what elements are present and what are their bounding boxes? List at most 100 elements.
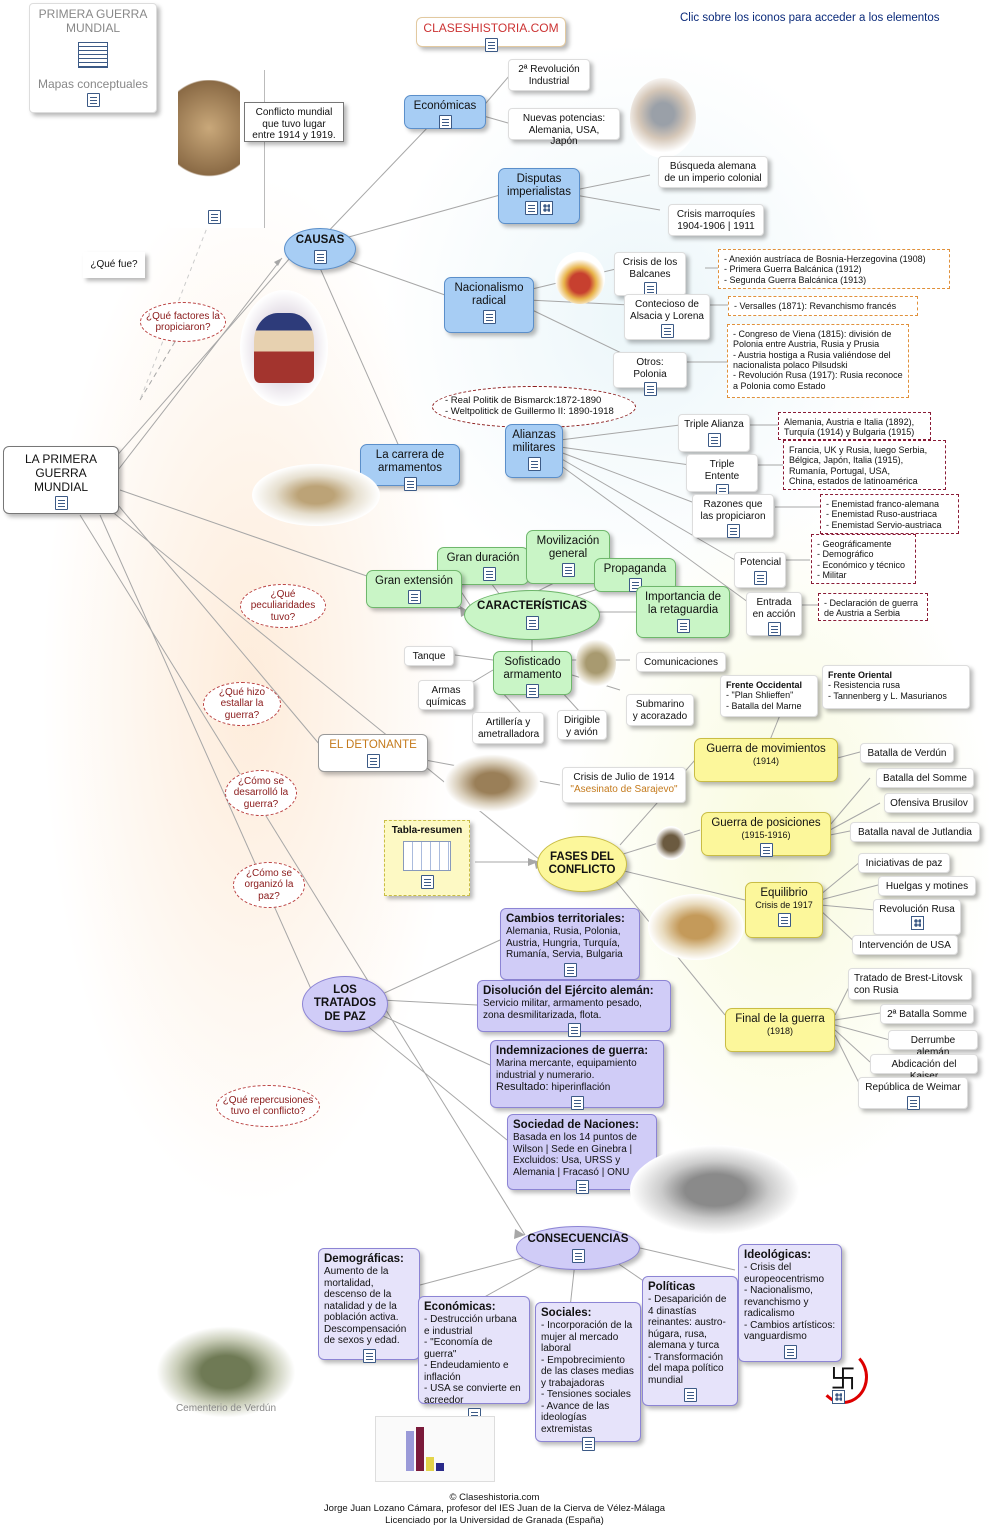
arms-race-label: La carrera de armamentos [375,449,445,475]
summary-table-doc-icon[interactable] [420,874,434,889]
footer-degree: Licenciado por la Universidad de Granada… [385,1514,604,1526]
alliances-doc-icon[interactable] [527,457,541,472]
consequence-demographic-text: Aumento de la mortalidad, descenso de la… [324,1266,407,1347]
intro-doc-icon[interactable] [208,210,221,224]
consequence-political-doc-icon[interactable] [683,1388,697,1403]
features-node[interactable]: CARACTERÍSTICAS [464,590,600,640]
balance-phase[interactable]: Equilibrio Crisis de 1917 [745,882,823,938]
balance-doc-icon[interactable] [777,912,791,927]
poland-doc-icon[interactable] [643,382,657,396]
consequence-demographic[interactable]: Demográficas: Aumento de la mortalidad, … [318,1248,420,1363]
entry-doc-icon[interactable] [767,622,781,636]
poland-detail-3: - Revolución Rusa (1917): Rusia reconoce… [733,370,903,391]
feature-homefront-doc-icon[interactable] [676,619,690,634]
balance-item-3-map-icon[interactable] [910,915,924,930]
feature-mobilization[interactable]: Movilización general [526,530,610,584]
economic-causes[interactable]: Económicas [404,95,486,130]
weaponry-node[interactable]: Sofisticado armamento [493,651,572,699]
feature-homefront[interactable]: Importancia de la retaguardia [636,586,730,638]
potential-node[interactable]: Potencial [734,552,786,588]
alsace-doc-icon[interactable] [660,324,674,338]
book-link-icon[interactable] [86,93,100,108]
position-item-3: Ofensiva Brusilov [884,793,974,813]
weapon-artillery: Artillería y ametralladora [472,712,544,744]
site-logo[interactable]: CLASESHISTORIA.COM [416,17,566,52]
consequence-demographic-doc-icon[interactable] [362,1348,376,1363]
imperial-map-icon[interactable] [540,201,553,216]
eastern-front: Frente Oriental - Resistencia rusa - Tan… [822,665,970,709]
position-war-doc-icon[interactable] [759,842,773,857]
treaty-territorial[interactable]: Cambios territoriales: Alemania, Rusia, … [500,908,640,980]
consequence-economic[interactable]: Económicas: - Destrucción urbana e indus… [418,1296,530,1423]
nationalism-doc-icon[interactable] [482,310,496,325]
position-item-2: Batalla del Somme [876,768,974,788]
end-item-5-doc-icon[interactable] [906,1095,920,1110]
summary-table[interactable]: Tabla-resumen [384,820,470,896]
treaty-league-text: Basada en los 14 puntos de Wilson | Sede… [513,1132,637,1178]
trigger-doc-icon[interactable] [366,754,380,769]
center-topic[interactable]: LA PRIMERA GUERRA MUNDIAL [3,446,119,514]
treaty-army-doc-icon[interactable] [567,1023,581,1038]
nationalism-node[interactable]: Nacionalismo radical [444,277,534,333]
entry-node[interactable]: Entrada en acción [746,592,802,636]
treaty-army[interactable]: Disolución del Ejército alemán: Servicio… [477,980,671,1038]
swastika-icon: 卐 [829,1363,856,1394]
phases-node[interactable]: FASES DEL CONFLICTO [537,836,627,892]
treaty-league-doc-icon[interactable] [575,1180,589,1195]
causes-node[interactable]: CAUSAS [284,228,356,270]
economic-causes-label: Económicas [413,100,477,112]
consequence-demographic-title: Demográficas: [324,1253,404,1265]
alsace-node[interactable]: Contecioso de Alsacia y Lorena [624,294,710,340]
reasons-node[interactable]: Razones que las propiciaron [692,494,774,538]
consequence-social-doc-icon[interactable] [581,1437,595,1452]
alliances-node[interactable]: Alianzas militares [505,424,563,478]
weaponry-doc-icon[interactable] [526,684,539,699]
movement-war[interactable]: Guerra de movimientos (1914) [694,738,838,782]
features-doc-icon[interactable] [525,615,539,630]
consequence-ideological[interactable]: Ideológicas: - Crisis del europeocentris… [738,1244,842,1362]
site-link-icon[interactable] [484,37,498,52]
feature-extension[interactable]: Gran extensión [366,570,462,608]
triple-entente-node[interactable]: Triple Entente [686,454,758,498]
treaties-node[interactable]: LOS TRATADOS DE PAZ [302,976,388,1032]
arms-race-node[interactable]: La carrera de armamentos [360,444,460,492]
reasons-doc-icon[interactable] [726,524,740,538]
treaty-territorial-doc-icon[interactable] [563,962,577,977]
consequence-ideological-doc-icon[interactable] [783,1344,797,1359]
triple-alliance-node[interactable]: Triple Alianza [678,414,750,452]
causes-doc-icon[interactable] [313,249,327,264]
entry-detail-1: - Declaración de guerra [824,598,919,608]
feature-extension-doc-icon[interactable] [407,590,421,605]
economic-item-1: 2ª Revolución Industrial [508,59,590,91]
consequence-political-title: Políticas [648,1281,696,1293]
treaty-reparations[interactable]: Indemnizaciones de guerra: Marina mercan… [490,1040,664,1110]
cemetery-caption: Cementerio de Verdún [175,1403,277,1414]
consequence-political[interactable]: Políticas - Desaparición de 4 dinastías … [642,1276,738,1406]
end-phase[interactable]: Final de la guerra (1918) [725,1008,835,1052]
imperial-doc-icon[interactable] [525,201,538,216]
consequences-node[interactable]: CONSECUENCIAS [516,1226,640,1270]
ideological-map-icon[interactable] [832,1390,845,1404]
consequence-social[interactable]: Sociales: - Incorporación de la mujer al… [535,1302,641,1452]
features-title: CARACTERÍSTICAS [477,600,587,613]
feature-duration-doc-icon[interactable] [483,567,496,582]
position-war[interactable]: Guerra de posiciones (1915-1916) [701,812,831,857]
center-doc-icon[interactable] [54,496,68,511]
consequences-doc-icon[interactable] [571,1248,585,1263]
trigger-node[interactable]: EL DETONANTE [318,734,428,772]
triple-alliance-doc-icon[interactable] [707,432,721,447]
position-war-year: (1915-1916) [741,830,791,841]
feature-mobilization-label: Movilización general [536,535,600,561]
poland-node[interactable]: Otros: Polonia [613,352,687,396]
trigger-crisis-text: Crisis de Julio de 1914 [573,772,675,783]
feature-duration[interactable]: Gran duración [437,547,529,585]
potential-doc-icon[interactable] [753,570,767,585]
balkans-node[interactable]: Crisis de los Balcanes [614,252,686,296]
trigger-event: "Asesinato de Sarajevo" [570,783,678,795]
economic-doc-icon[interactable] [438,115,452,130]
arms-race-doc-icon[interactable] [403,477,417,492]
imperial-disputes[interactable]: Disputas imperialistas [498,168,580,224]
treaty-reparations-doc-icon[interactable] [570,1095,584,1110]
book-cover[interactable]: PRIMERA GUERRA MUNDIAL Mapas conceptuale… [29,3,157,113]
feature-mobilization-doc-icon[interactable] [561,563,575,578]
